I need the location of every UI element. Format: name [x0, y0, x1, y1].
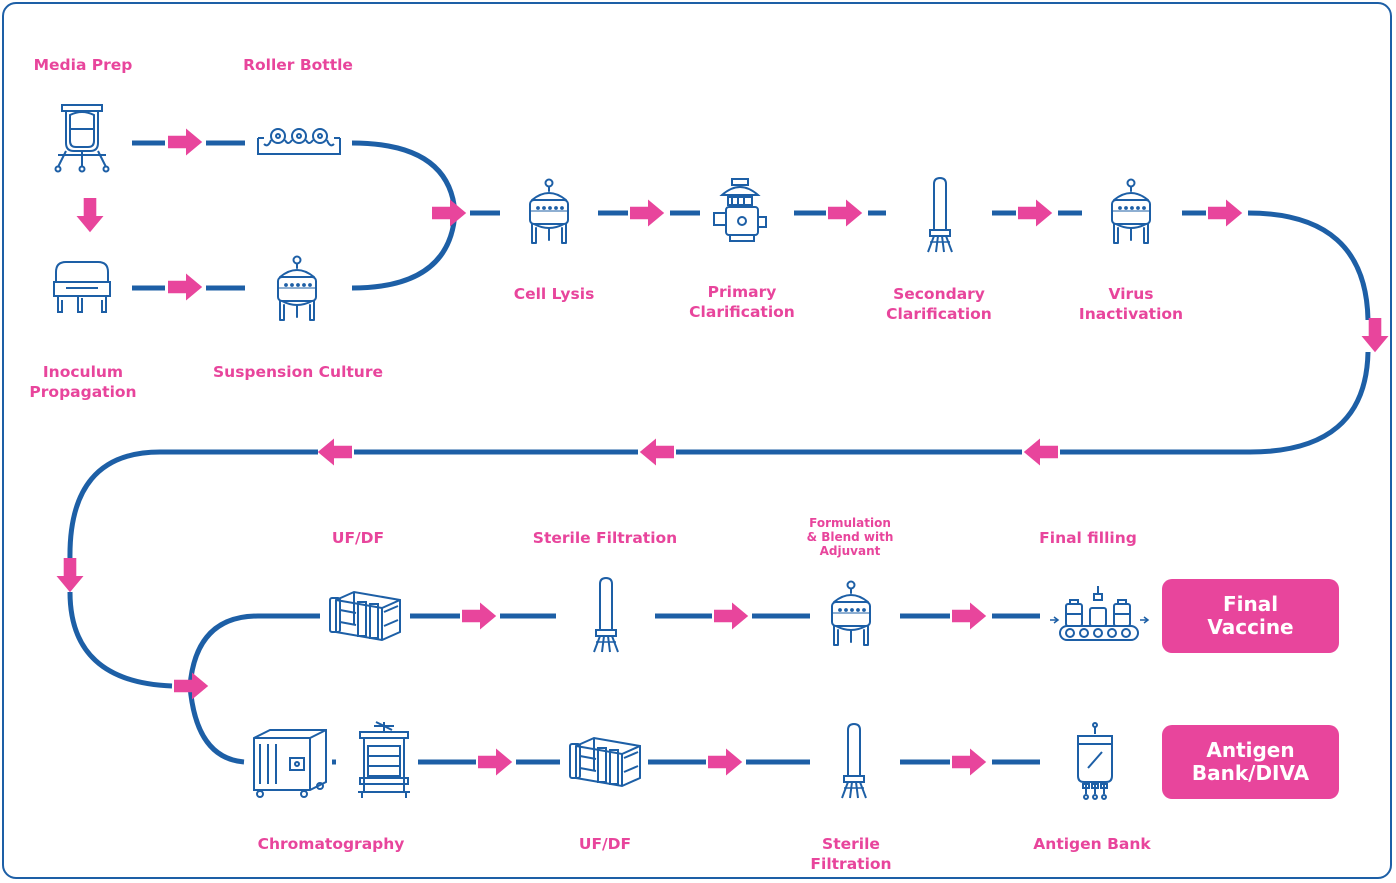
- chromatography-skid-icon: [253, 729, 327, 798]
- label-virus-inactivation: Virus Inactivation: [1078, 285, 1184, 323]
- arrow-right-icon: [952, 748, 987, 776]
- inactivation-tank-icon: [1111, 178, 1151, 244]
- centrifuge-icon: [713, 178, 767, 242]
- arrow-left-icon: [317, 438, 352, 466]
- arrow-right-icon: [630, 199, 665, 227]
- label-ufdf-bottom: UF/DF: [578, 835, 632, 853]
- sterile-filter-icon: [593, 577, 619, 653]
- label-chromatography: Chromatography: [257, 835, 405, 853]
- label-sterile-filtration-top: Sterile Filtration: [532, 529, 678, 547]
- arrow-right-icon: [714, 602, 749, 630]
- output-final-vaccine: Final Vaccine: [1162, 579, 1339, 653]
- tff-cassette-icon: [569, 737, 641, 787]
- filter-cartridge-icon: [927, 177, 953, 253]
- flow-lines: [67, 140, 1371, 765]
- tff-cassette-icon: [329, 591, 401, 641]
- media-prep-vessel-icon: [54, 104, 110, 173]
- arrow-right-icon: [478, 748, 513, 776]
- formulation-tank-icon: [831, 580, 871, 646]
- arrow-right-icon: [1018, 199, 1053, 227]
- label-inoculum-propagation: Inoculum Propagation: [29, 363, 137, 401]
- label-roller-bottle: Roller Bottle: [243, 56, 353, 74]
- output-antigen-bank-diva: Antigen Bank/DIVA: [1162, 725, 1339, 799]
- antigen-bag-icon: [1077, 722, 1113, 800]
- label-ufdf-top: UF/DF: [331, 529, 385, 547]
- arrow-right-icon: [462, 602, 497, 630]
- arrow-right-icon: [432, 199, 467, 227]
- arrow-right-icon: [952, 602, 987, 630]
- arrow-right-icon: [828, 199, 863, 227]
- sterile-filter-icon: [841, 723, 867, 799]
- label-final-filling: Final filling: [1039, 529, 1137, 547]
- arrow-right-icon: [1208, 199, 1243, 227]
- arrow-right-icon: [168, 273, 203, 301]
- arrow-down-icon: [56, 558, 84, 593]
- arrow-down-icon: [1361, 318, 1389, 353]
- inoculum-tank-icon: [53, 261, 111, 313]
- label-secondary-clarification: Secondary Clarification: [886, 285, 992, 323]
- label-suspension-culture: Suspension Culture: [212, 363, 384, 381]
- label-antigen-bank: Antigen Bank: [1033, 835, 1151, 853]
- arrow-right-icon: [708, 748, 743, 776]
- label-cell-lysis: Cell Lysis: [513, 285, 595, 303]
- roller-bottle-icon: [257, 128, 341, 155]
- bioreactor-icon: [277, 255, 317, 321]
- arrow-left-icon: [1023, 438, 1058, 466]
- label-media-prep: Media Prep: [33, 56, 133, 74]
- label-primary-clarification: Primary Clarification: [689, 283, 795, 321]
- arrow-right-icon: [168, 128, 203, 156]
- lysis-tank-icon: [529, 178, 569, 244]
- label-sterile-filtration-bottom: Sterile Filtration: [810, 835, 892, 873]
- arrow-down-icon: [76, 198, 104, 233]
- arrow-left-icon: [639, 438, 674, 466]
- filling-line-icon: [1050, 585, 1149, 641]
- label-formulation: Formulation & Blend with Adjuvant: [806, 516, 894, 558]
- chromatography-column-icon: [357, 721, 411, 799]
